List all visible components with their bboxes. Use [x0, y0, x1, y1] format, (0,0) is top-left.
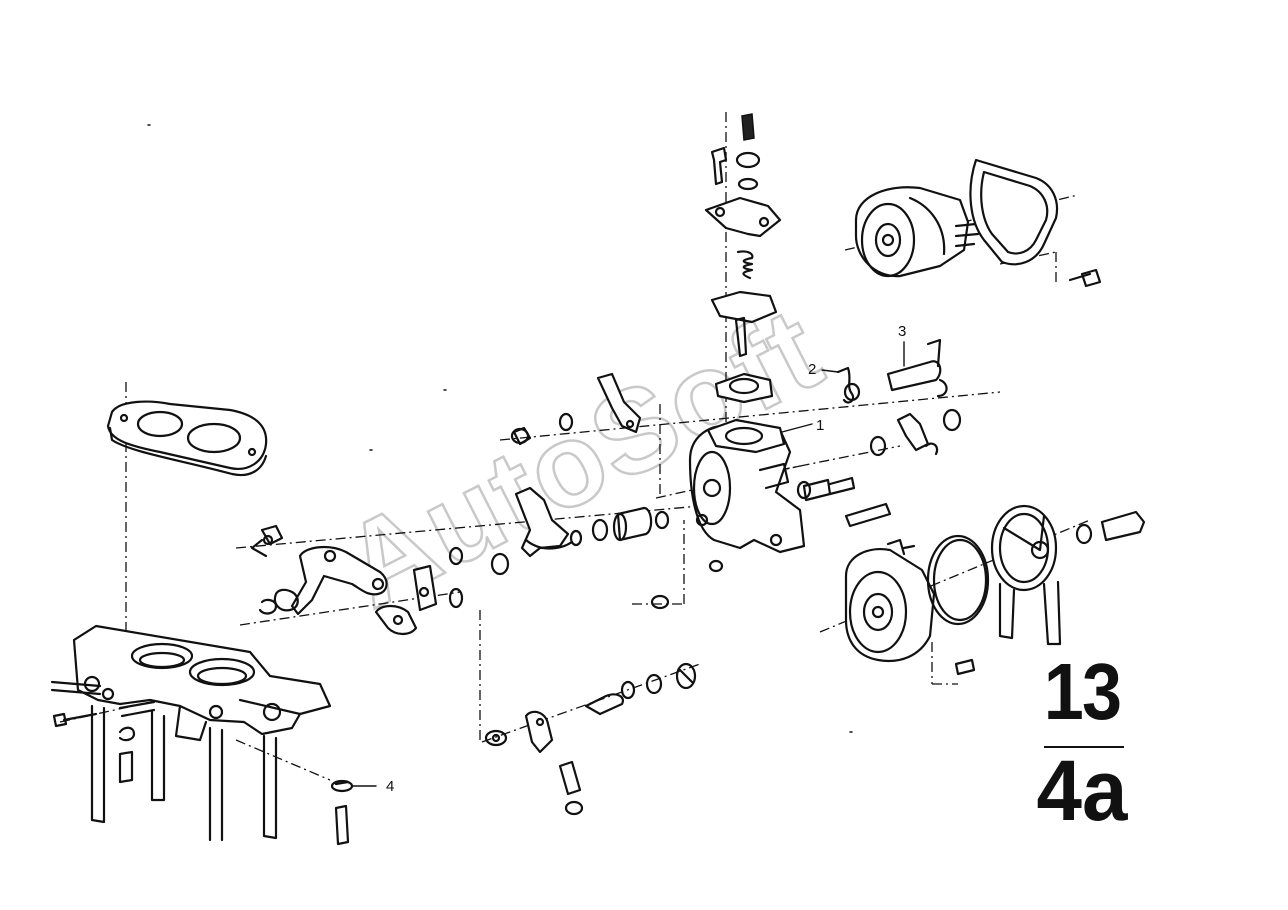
- choke-housing-lower: [844, 538, 936, 662]
- flange-gasket: [106, 400, 268, 477]
- choke-cover-with-tubes: [954, 504, 1146, 676]
- page-sheet-number: 4a: [1036, 743, 1128, 839]
- callout-3: 3: [898, 323, 906, 340]
- accelerator-pump-stack: [704, 113, 782, 404]
- callout-1: 1: [816, 417, 824, 434]
- callout-2: 2: [808, 361, 816, 378]
- part-2-spring: [821, 366, 861, 404]
- speck-marks: [147, 124, 853, 733]
- pivot-bushing: [612, 506, 670, 542]
- part-3-lever: [886, 338, 948, 398]
- cover-gasket-upper: [969, 158, 1102, 288]
- lower-linkage-chain: [484, 662, 697, 816]
- right-linkage-parts: [650, 408, 962, 610]
- part-1-seal: [781, 423, 813, 433]
- page-group-number: 13: [1043, 647, 1122, 736]
- throttle-body-housing: [50, 624, 332, 842]
- throttle-lever-assembly: [250, 524, 388, 616]
- upper-linkage-parts: [510, 372, 642, 446]
- choke-lever-bracket: [514, 486, 609, 558]
- choke-housing-upper: [854, 186, 980, 278]
- carburettor-main-body: [688, 418, 806, 554]
- part-4-washer-screw: [330, 779, 377, 846]
- callout-4: 4: [386, 778, 394, 795]
- page-reference-divider: [1044, 746, 1124, 748]
- o-ring-gasket: [926, 534, 990, 626]
- linkage-washers-lower: [374, 546, 510, 636]
